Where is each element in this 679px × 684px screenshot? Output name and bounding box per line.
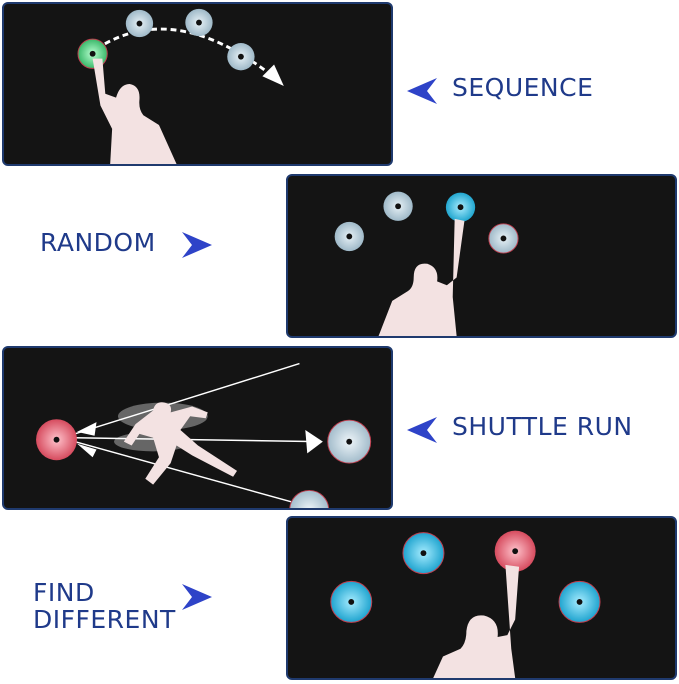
random-label: RANDOM <box>40 228 156 257</box>
light-pod-icon <box>125 9 154 38</box>
sequence-label: SEQUENCE <box>452 73 594 102</box>
find-different-label-line2: DIFFERENT <box>33 604 176 634</box>
light-pod-icon <box>334 221 364 252</box>
sequence-panel <box>2 2 393 166</box>
light-pod-icon <box>36 419 78 461</box>
light-pod-icon <box>558 580 601 623</box>
shuttle-run-label: SHUTTLE RUN <box>452 412 633 441</box>
shuttle-run-illustration <box>36 362 372 508</box>
light-pod-icon <box>77 38 108 69</box>
random-illustration <box>334 191 519 336</box>
arrowhead-icon <box>77 422 97 436</box>
light-pod-icon <box>494 530 536 572</box>
light-pod-icon <box>227 43 255 71</box>
sequence-arrowhead-icon <box>262 64 284 86</box>
pointer-right-icon <box>182 584 212 610</box>
arrowhead-icon <box>305 429 323 454</box>
arrowhead-icon <box>77 443 97 458</box>
light-pod-icon <box>445 192 476 222</box>
shuttle-run-panel <box>2 346 393 510</box>
pointer-left-icon <box>407 417 437 443</box>
light-pod-icon <box>383 191 413 221</box>
light-pod-icon <box>185 8 213 37</box>
person-silhouette-icon <box>378 218 465 336</box>
find-different-label-line1: FIND <box>33 578 95 607</box>
light-pod-icon <box>402 532 445 575</box>
find-different-panel <box>286 516 677 680</box>
light-pod-icon <box>327 419 372 464</box>
light-pod-icon <box>289 489 330 508</box>
pointer-left-icon <box>407 78 437 104</box>
light-pod-icon <box>488 223 519 254</box>
find-different-illustration <box>330 530 601 678</box>
person-silhouette-icon <box>433 564 520 678</box>
light-pod-icon <box>330 580 373 623</box>
sequence-illustration <box>77 8 284 164</box>
find-different-label: FIND DIFFERENT <box>33 578 176 634</box>
pointer-right-icon <box>182 232 212 258</box>
person-silhouette-icon <box>92 58 177 164</box>
random-panel <box>286 174 677 338</box>
shuttle-lines <box>74 362 319 505</box>
person-silhouette-icon <box>123 402 238 485</box>
